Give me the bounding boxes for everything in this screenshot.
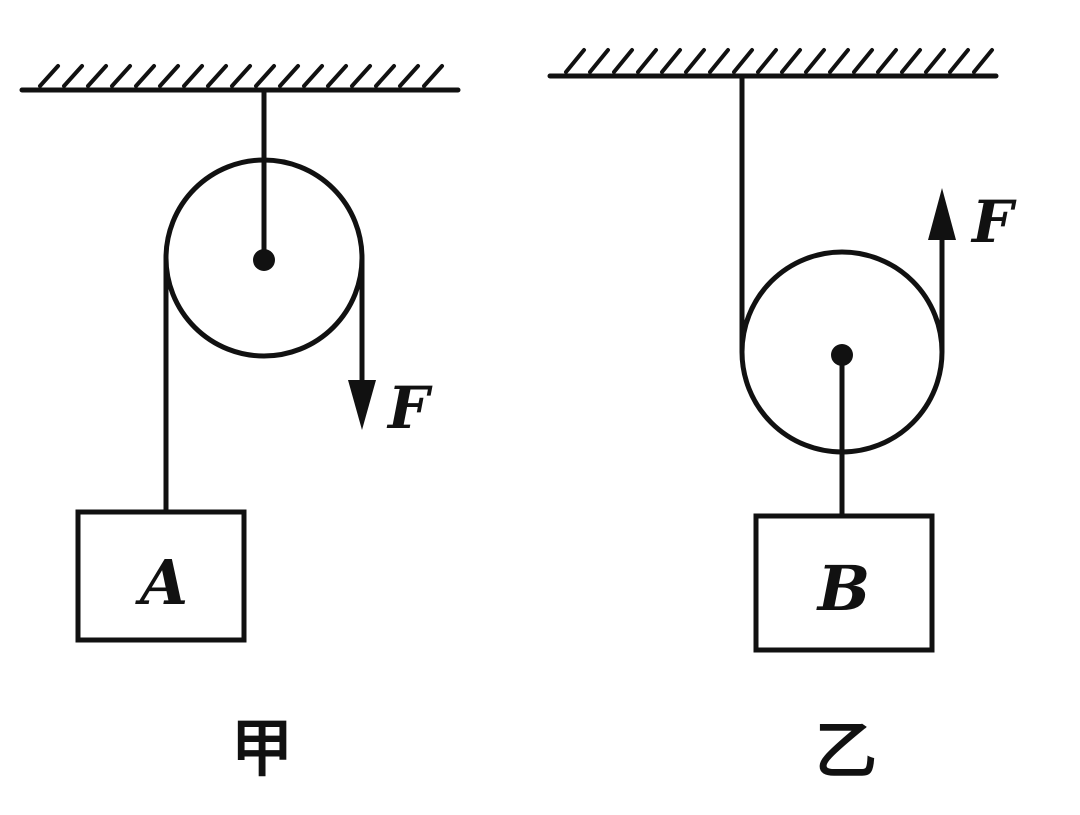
force-arrow-down — [348, 380, 376, 430]
force-arrow-up — [928, 188, 956, 240]
ceiling-hatching — [38, 64, 444, 88]
block-a-label: A — [135, 546, 188, 619]
caption-jia: 甲 — [231, 712, 293, 785]
force-label-f: F — [970, 188, 1017, 256]
diagram-jia: F A 甲 — [19, 64, 461, 785]
block-a — [75, 509, 247, 643]
force-label-f: F — [386, 374, 433, 442]
block-b-label: B — [816, 552, 870, 625]
pulley-axle — [253, 249, 275, 271]
block-b — [753, 513, 935, 653]
diagram-yi: F B 乙 — [547, 48, 1017, 787]
ceiling-hatching — [564, 48, 994, 74]
ceiling-right — [547, 48, 999, 79]
ceiling-left — [19, 64, 461, 93]
caption-yi: 乙 — [815, 714, 877, 787]
